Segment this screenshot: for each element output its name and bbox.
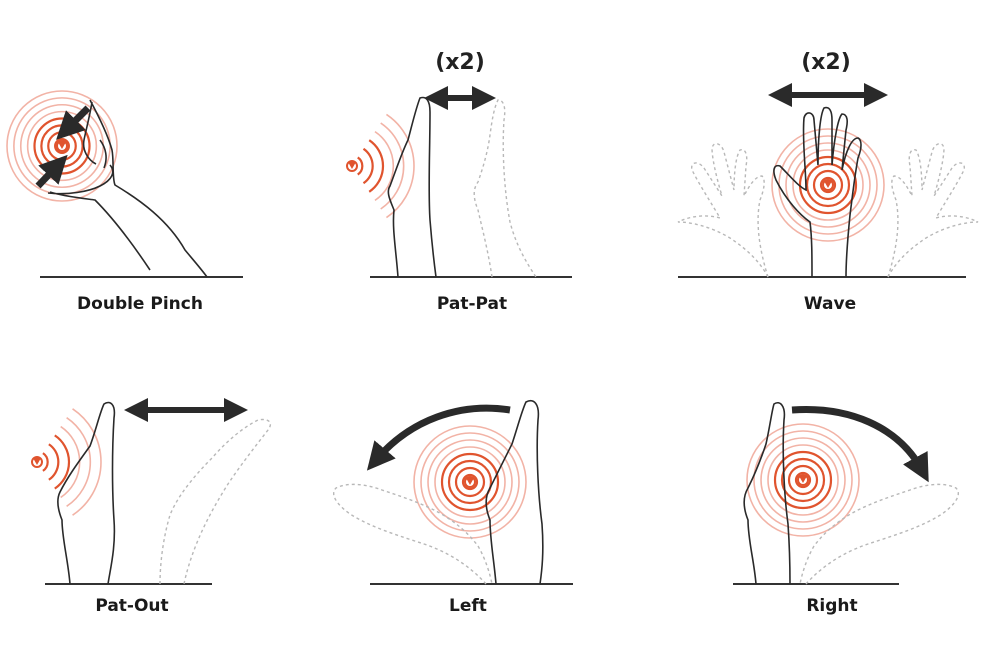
signal-ring — [792, 149, 864, 221]
signal-ring — [385, 113, 415, 219]
gesture-label-right: Right — [806, 596, 858, 616]
gesture-label-pat-out: Pat-Out — [95, 596, 169, 616]
signal-ring — [787, 464, 819, 496]
repeat-count-label: (x2) — [435, 50, 485, 75]
signal-ring — [771, 128, 885, 242]
radar-waves — [346, 113, 415, 219]
signal-ring — [413, 425, 527, 539]
signal-ring — [812, 169, 844, 201]
signal-center — [56, 140, 68, 152]
signal-ring — [42, 452, 49, 472]
signal-ring — [753, 430, 853, 530]
signal-source-icon — [348, 162, 356, 169]
signal-ring — [374, 130, 395, 202]
pinch-arrow-in-top — [56, 105, 91, 140]
signal-ring — [785, 142, 871, 228]
signal-ring — [767, 444, 839, 516]
radar-rings — [6, 90, 118, 202]
gesture-label-left: Left — [449, 596, 487, 616]
gesture-label-wave: Wave — [803, 294, 857, 314]
vertical-hand-icon — [387, 96, 437, 278]
radar-waves — [31, 408, 102, 516]
signal-ring — [362, 147, 374, 185]
signal-ring — [368, 139, 385, 193]
signal-ring — [72, 408, 102, 516]
ghost-palm-left-icon — [677, 142, 769, 278]
signal-source-icon — [33, 458, 41, 465]
signal-center — [346, 160, 358, 172]
signal-center — [797, 474, 809, 486]
vertical-hand-icon — [57, 401, 116, 585]
signal-ring — [780, 457, 826, 503]
radar-rings — [771, 128, 885, 242]
vertical-hand-icon — [485, 400, 544, 585]
ghost-flat-hand-icon — [799, 483, 960, 585]
signal-source-icon — [824, 181, 832, 188]
repeat-count-label: (x2) — [801, 50, 851, 75]
signal-ring — [805, 162, 851, 208]
signal-center — [31, 456, 43, 468]
signal-ring — [420, 432, 520, 532]
curved-arrow-left — [366, 404, 511, 471]
signal-ring — [454, 466, 486, 498]
signal-ring — [54, 434, 71, 490]
ghost-tilted-hand-icon — [159, 418, 272, 585]
gesture-label-double-pinch: Double Pinch — [77, 294, 203, 314]
radar-rings — [413, 425, 527, 539]
radar-rings — [746, 423, 860, 537]
signal-ring — [773, 450, 833, 510]
ghost-hand-icon — [473, 99, 537, 278]
signal-ring — [746, 423, 860, 537]
signal-ring — [427, 439, 513, 525]
vertical-hand-icon — [743, 402, 791, 585]
signal-ring — [794, 471, 812, 489]
signal-ring — [357, 156, 364, 176]
signal-ring — [66, 416, 92, 508]
signal-ring — [380, 122, 405, 210]
signal-ring — [440, 452, 500, 512]
signal-ring — [461, 473, 479, 491]
signal-ring — [6, 90, 118, 202]
gesture-label-pat-pat: Pat-Pat — [436, 294, 508, 314]
signal-source-icon — [466, 478, 474, 485]
signal-ring — [447, 459, 493, 505]
signal-source-icon — [799, 476, 807, 483]
signal-ring — [60, 425, 81, 499]
signal-center — [464, 476, 476, 488]
ghost-palm-right-icon — [887, 142, 979, 278]
ghost-flat-hand-icon — [332, 483, 493, 585]
signal-source-icon — [58, 142, 66, 149]
curved-arrow-right — [791, 406, 929, 483]
signal-ring — [819, 176, 837, 194]
signal-center — [822, 179, 834, 191]
pinching-hand-icon — [47, 99, 208, 278]
pinch-arrow-in-bottom — [35, 154, 68, 189]
signal-ring — [760, 437, 846, 523]
open-palm-icon — [773, 106, 862, 278]
signal-ring — [434, 446, 506, 518]
signal-ring — [48, 443, 60, 481]
